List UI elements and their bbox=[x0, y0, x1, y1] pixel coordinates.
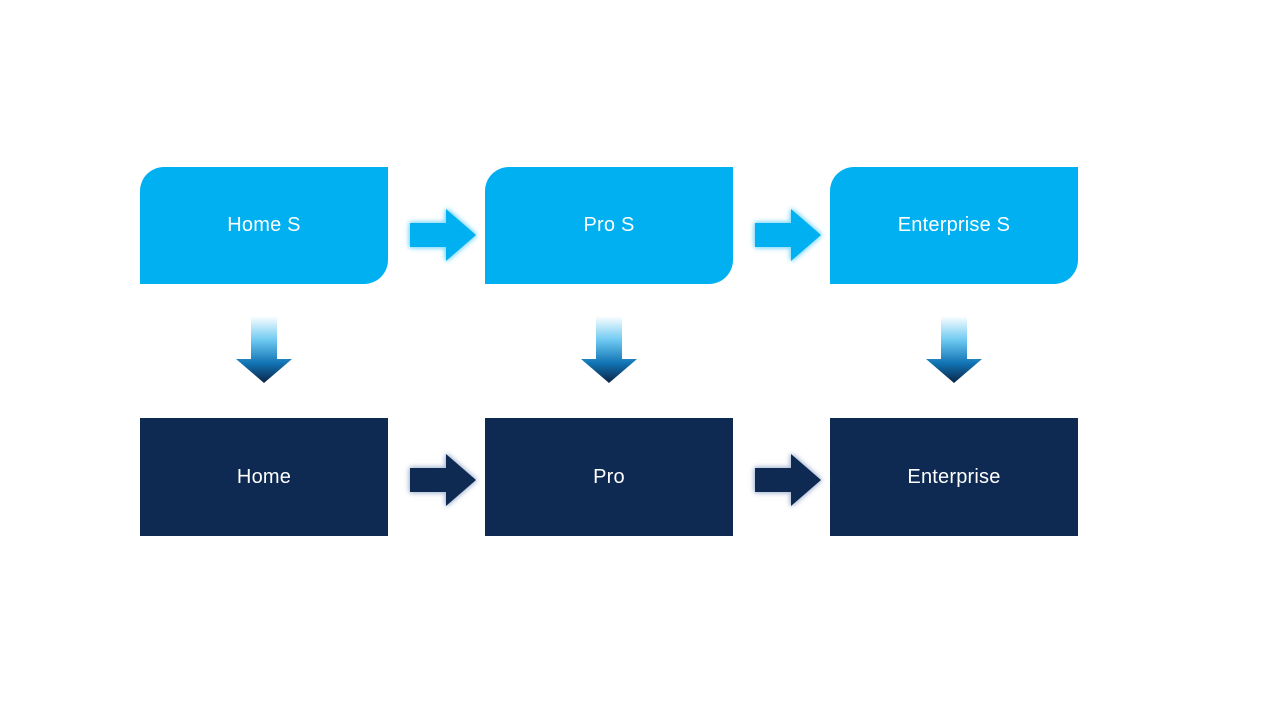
node-pro: Pro bbox=[485, 418, 733, 536]
right-arrow-icon-pro-s-to-enterprise-s bbox=[755, 209, 821, 261]
down-arrow-icon-enterprise-s-to-enterprise bbox=[926, 317, 982, 383]
node-label: Pro S bbox=[583, 214, 635, 236]
node-label: Enterprise bbox=[907, 465, 1001, 488]
down-arrow-icon-home-s-to-home bbox=[236, 317, 292, 383]
node-home: Home bbox=[140, 418, 388, 536]
node-enterprise-s: Enterprise S bbox=[830, 167, 1078, 284]
down-arrow-icon-pro-s-to-pro bbox=[581, 317, 637, 383]
node-label: Pro bbox=[593, 465, 625, 488]
node-pro-s: Pro S bbox=[485, 167, 733, 284]
right-arrow-icon-home-to-pro bbox=[410, 454, 476, 506]
right-arrow-icon-home-s-to-pro-s bbox=[410, 209, 476, 261]
node-label: Enterprise S bbox=[897, 214, 1011, 236]
node-enterprise: Enterprise bbox=[830, 418, 1078, 536]
right-arrow-icon-pro-to-enterprise bbox=[755, 454, 821, 506]
node-label: Home bbox=[236, 465, 292, 488]
node-home-s: Home S bbox=[140, 167, 388, 284]
node-label: Home S bbox=[227, 214, 301, 236]
